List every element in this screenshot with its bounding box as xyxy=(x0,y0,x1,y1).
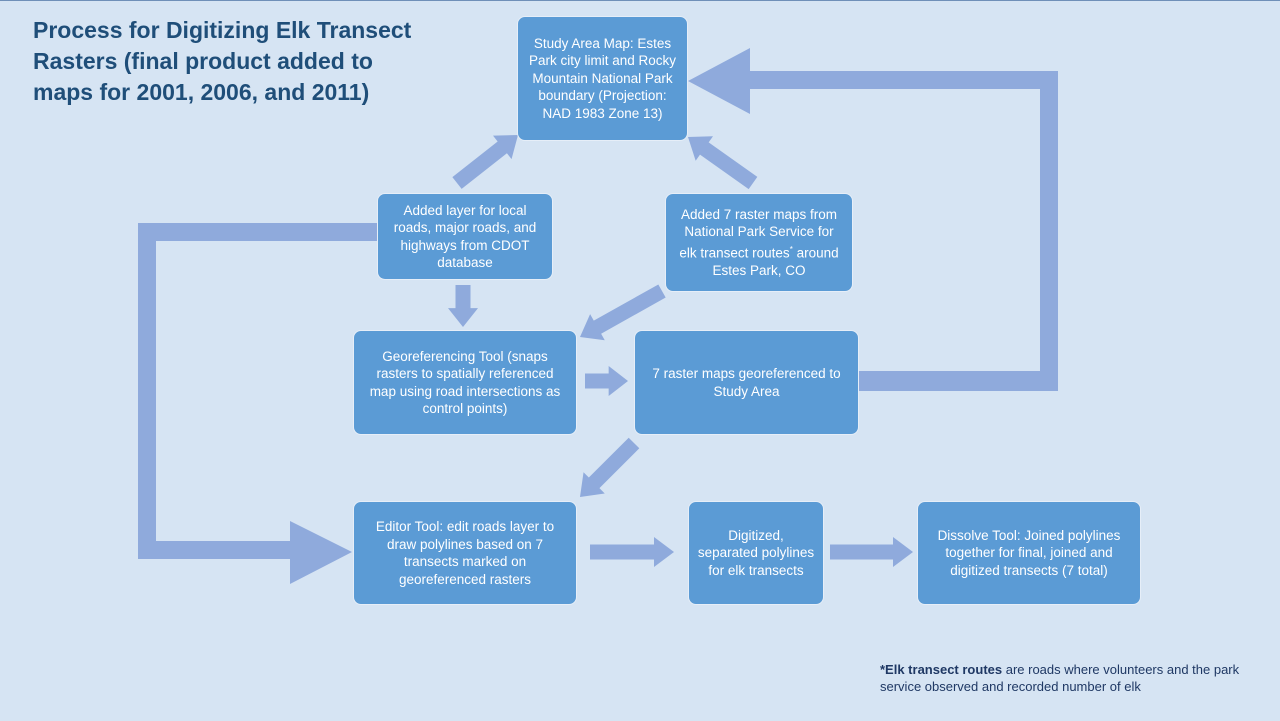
loop-arrow-right xyxy=(688,48,1058,391)
raster-maps-main: Added 7 raster maps from National Park S… xyxy=(679,206,838,261)
arrow-rasters-to-georef xyxy=(580,284,666,341)
digitized-text: Digitized, separated polylines for elk t… xyxy=(697,527,815,578)
arrow-roads-to-georef xyxy=(448,285,478,327)
arrow-roads-to-study xyxy=(452,135,518,189)
dissolve-text: Dissolve Tool: Joined polylines together… xyxy=(937,527,1121,578)
arrow-digitized-to-dissolve xyxy=(830,537,913,567)
arrow-rasters-to-study xyxy=(688,136,758,190)
arrow-georeferenced-to-editor xyxy=(580,437,640,497)
georef-tool-text: Georeferencing Tool (snaps rasters to sp… xyxy=(369,348,561,417)
roads-layer-box: Added layer for local roads, major roads… xyxy=(377,193,553,280)
study-area-text: Study Area Map: Estes Park city limit an… xyxy=(528,35,677,121)
dissolve-box: Dissolve Tool: Joined polylines together… xyxy=(917,501,1141,605)
footnote-marker: * xyxy=(789,244,793,254)
raster-maps-text: Added 7 raster maps from National Park S… xyxy=(674,206,844,280)
study-area-box: Study Area Map: Estes Park city limit an… xyxy=(517,16,688,141)
page-title: Process for Digitizing Elk Transect Rast… xyxy=(33,17,412,105)
loop-arrow-left xyxy=(138,223,377,584)
roads-layer-text: Added layer for local roads, major roads… xyxy=(393,202,537,271)
arrow-editor-to-digitized xyxy=(590,537,674,567)
georef-tool-box: Georeferencing Tool (snaps rasters to sp… xyxy=(353,330,577,435)
arrow-georef-to-georeferenced xyxy=(585,366,628,396)
digitized-box: Digitized, separated polylines for elk t… xyxy=(688,501,824,605)
footnote-definition: are roads where volunteers and the park … xyxy=(880,662,1240,694)
footnote: *Elk transect routes are roads where vol… xyxy=(880,661,1270,695)
editor-tool-box: Editor Tool: edit roads layer to draw po… xyxy=(353,501,577,605)
editor-tool-text: Editor Tool: edit roads layer to draw po… xyxy=(375,519,555,587)
raster-maps-box: Added 7 raster maps from National Park S… xyxy=(665,193,853,292)
footnote-term: *Elk transect routes xyxy=(880,662,1003,677)
georeferenced-box: 7 raster maps georeferenced to Study Are… xyxy=(634,330,859,435)
georeferenced-text: 7 raster maps georeferenced to Study Are… xyxy=(652,366,841,399)
raster-maps-tail: around Estes Park, CO xyxy=(712,245,839,278)
